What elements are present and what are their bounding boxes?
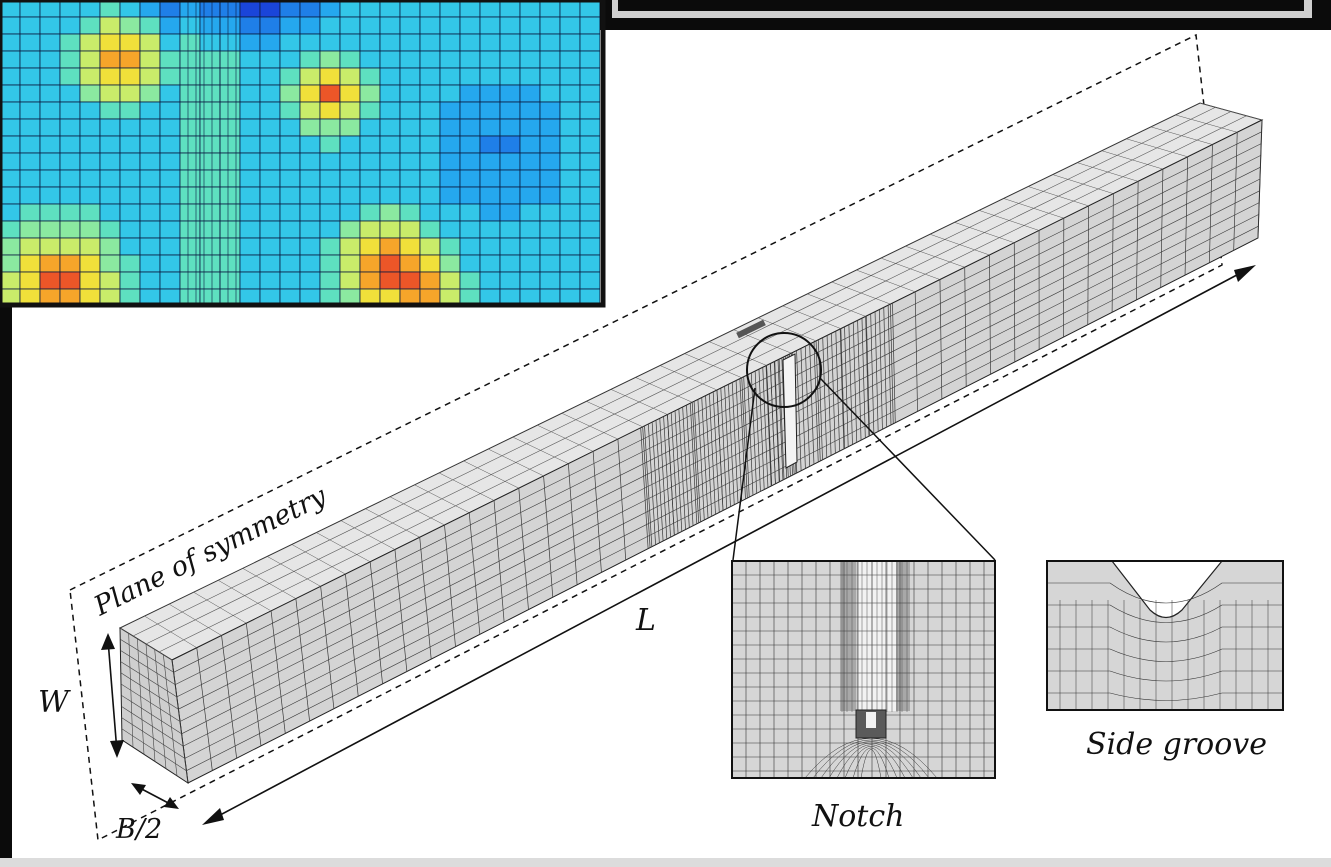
stress-contour-inset	[0, 0, 600, 303]
half-thickness-dimension-arrow	[131, 783, 179, 809]
plane-of-symmetry-outline	[69, 33, 1223, 842]
side-groove-label: Side groove	[1086, 727, 1267, 762]
length-dimension-arrow	[202, 265, 1256, 825]
beam-mesh-lines	[119, 102, 1263, 784]
length-label: L	[635, 603, 656, 638]
notch-leader-right	[819, 377, 996, 561]
notch-magnifier-circle	[746, 332, 822, 408]
width-label: W	[38, 685, 71, 720]
left-frame-strip	[0, 303, 12, 867]
side-groove-inset	[1046, 560, 1284, 711]
notch-inset	[731, 560, 996, 779]
contour-inset-border	[0, 0, 606, 308]
top-frame-inner-dark	[618, 0, 1304, 11]
beam-mesh	[118, 102, 1264, 785]
notch-label: Notch	[811, 799, 905, 834]
width-dimension-arrow	[101, 633, 124, 758]
half-thickness-label: B/2	[115, 814, 162, 845]
notch-leader-left	[732, 387, 756, 561]
bottom-frame-strip	[0, 858, 1331, 867]
